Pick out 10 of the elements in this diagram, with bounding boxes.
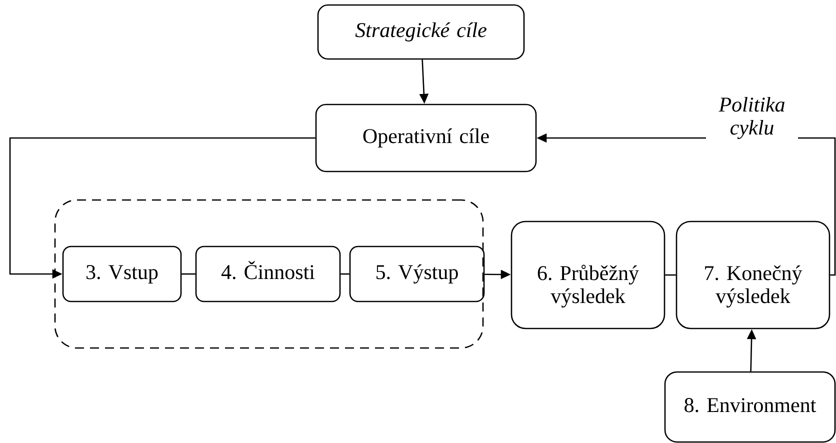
process-box: 7. Konečný výsledek bbox=[676, 220, 830, 330]
process-box: Operativní cíle bbox=[315, 104, 537, 172]
process-box: 3. Vstup bbox=[62, 246, 182, 302]
group-frame bbox=[54, 199, 484, 349]
process-box: 5. Výstup bbox=[349, 246, 485, 302]
process-box: 8. Environment bbox=[664, 371, 836, 443]
process-box: 6. Průběžný výsledek bbox=[510, 220, 666, 330]
process-box: Strategické cíle bbox=[317, 4, 525, 60]
process-box: 4. Činnosti bbox=[195, 246, 341, 302]
edge-label: Politika cyklu bbox=[706, 96, 798, 140]
